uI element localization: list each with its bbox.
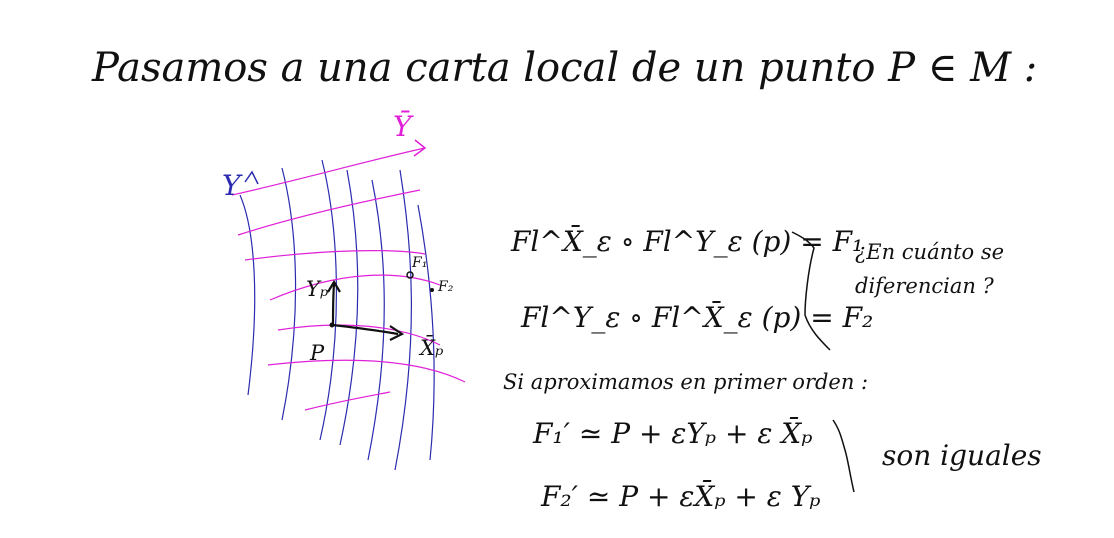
magenta-flow-lines [231,147,466,411]
label-ybar: Ȳ [393,110,412,143]
approx-heading: Si aproximamos en primer orden : [503,370,869,394]
page-title: Pasamos a una carta local de un punto P … [92,45,1038,91]
point-p-dot [329,322,335,328]
equation-2: Fl^Y_ε ∘ Fl^X̄_ε (p) = F₂ [521,301,874,334]
blue-flow-lines [239,159,435,471]
conclusion-text: son iguales [882,439,1042,472]
point-f1-dot [406,271,414,279]
label-y: Y [222,169,241,202]
vectors-at-p [327,279,405,341]
bracket-equations [791,231,831,351]
ybar-label-arrow [413,139,427,157]
label-f2: F₂ [438,279,454,295]
label-xbar-p: X̄ₚ [420,336,444,360]
label-f1: F₁ [412,255,428,271]
vector-xbar-p [332,323,399,336]
bracket-approx [832,419,855,493]
y-label-arrow [244,170,259,185]
approx-1: F₁′ ≃ P + εYₚ + ε X̄ₚ [533,417,813,450]
point-f2-dot [430,288,434,292]
label-yp: Yₚ [306,277,329,301]
question-text: ¿En cuánto se diferencian ? [855,240,1005,298]
vector-yp [331,283,336,326]
label-p: P [310,341,325,365]
approx-2: F₂′ ≃ P + εX̄ₚ + ε Yₚ [541,480,821,513]
equation-1: Fl^X̄_ε ∘ Fl^Y_ε (p) = F₁ [511,225,864,258]
